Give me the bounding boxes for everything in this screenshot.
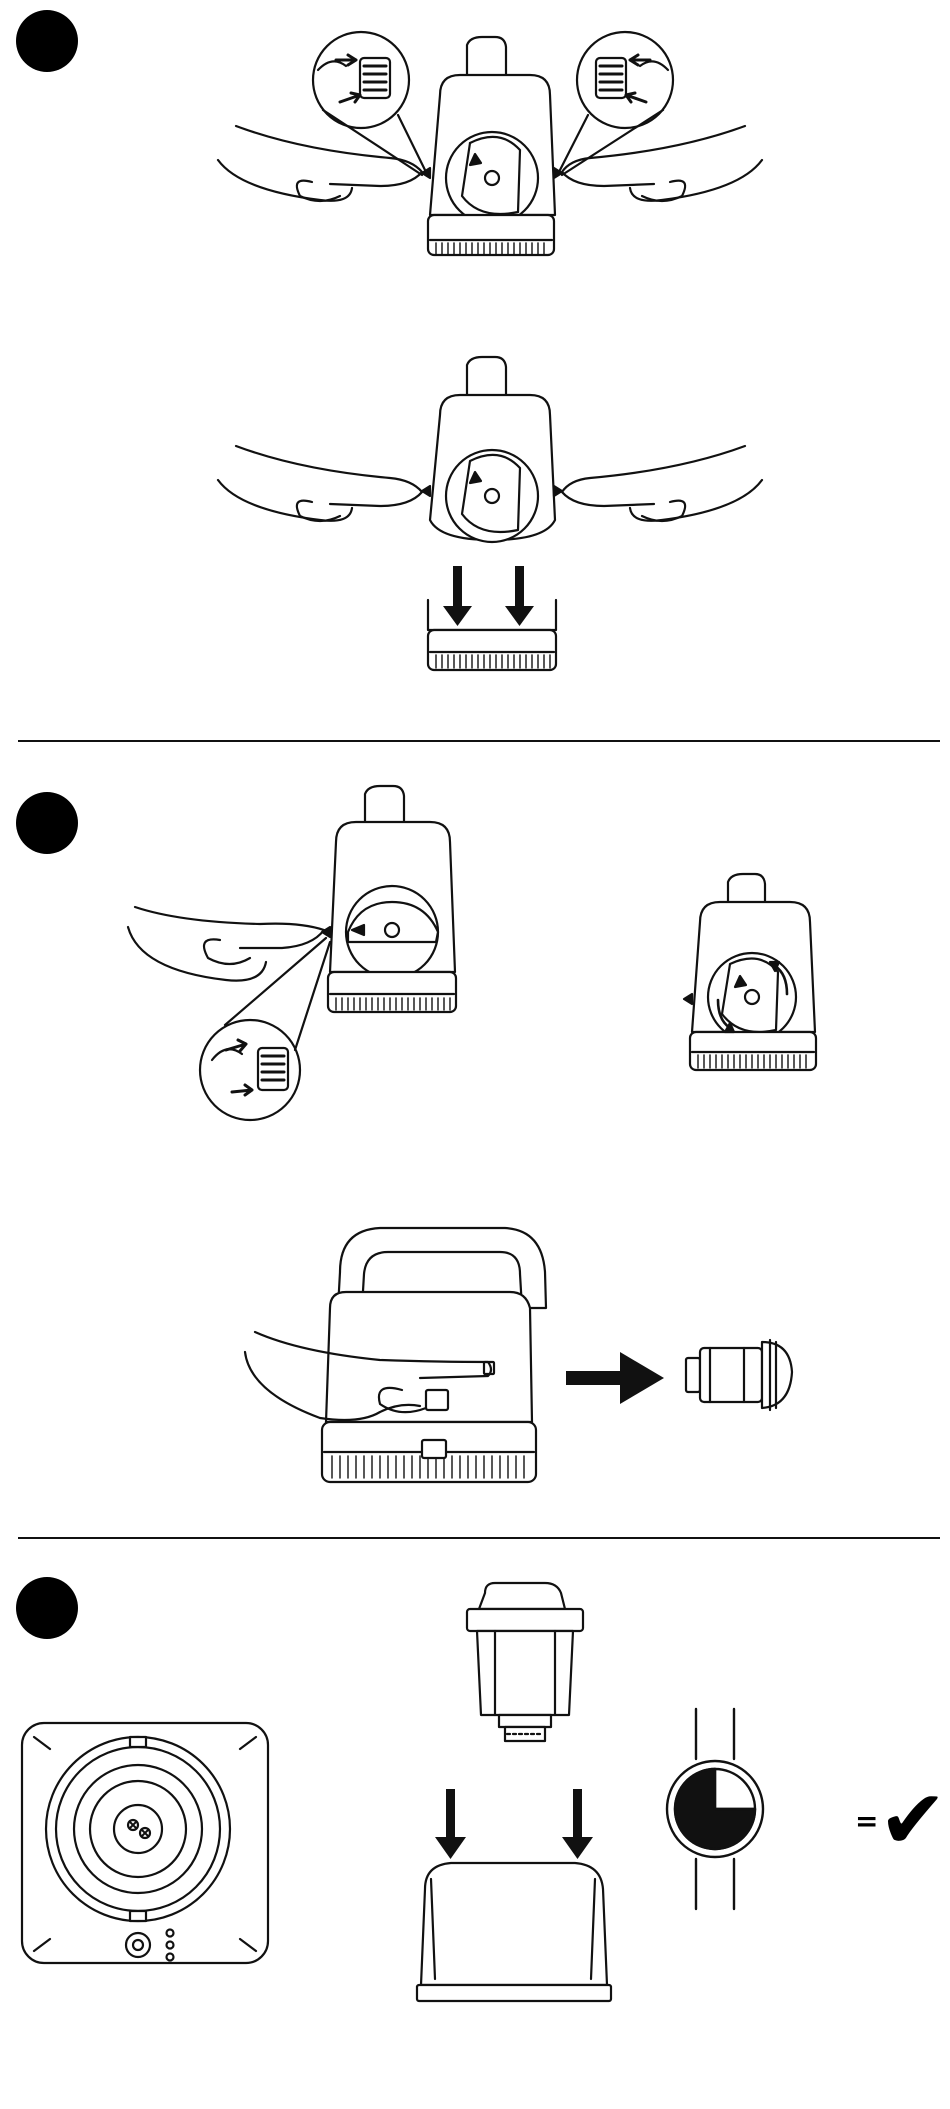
arrow-icon: [435, 1789, 593, 1859]
equals-sign: =: [855, 1805, 878, 1838]
figure-slide-cartridge-out: [0, 1212, 950, 1512]
watch-icon: [660, 1709, 770, 1909]
arrow-icon: [566, 1352, 664, 1404]
result-check: =✔: [855, 1780, 947, 1862]
figure-press-release-buttons: [0, 0, 950, 300]
step-3-section: =✔: [0, 1539, 950, 2109]
step-2-section: [0, 742, 950, 1537]
figure-press-side-button: [0, 742, 950, 1132]
step-3-marker: [16, 1577, 78, 1639]
checkmark-icon: ✔: [878, 1773, 947, 1868]
figure-lift-motor-off-base: [0, 340, 950, 720]
step-1-section: [0, 0, 950, 740]
figure-base-top-view: [18, 1719, 278, 1979]
